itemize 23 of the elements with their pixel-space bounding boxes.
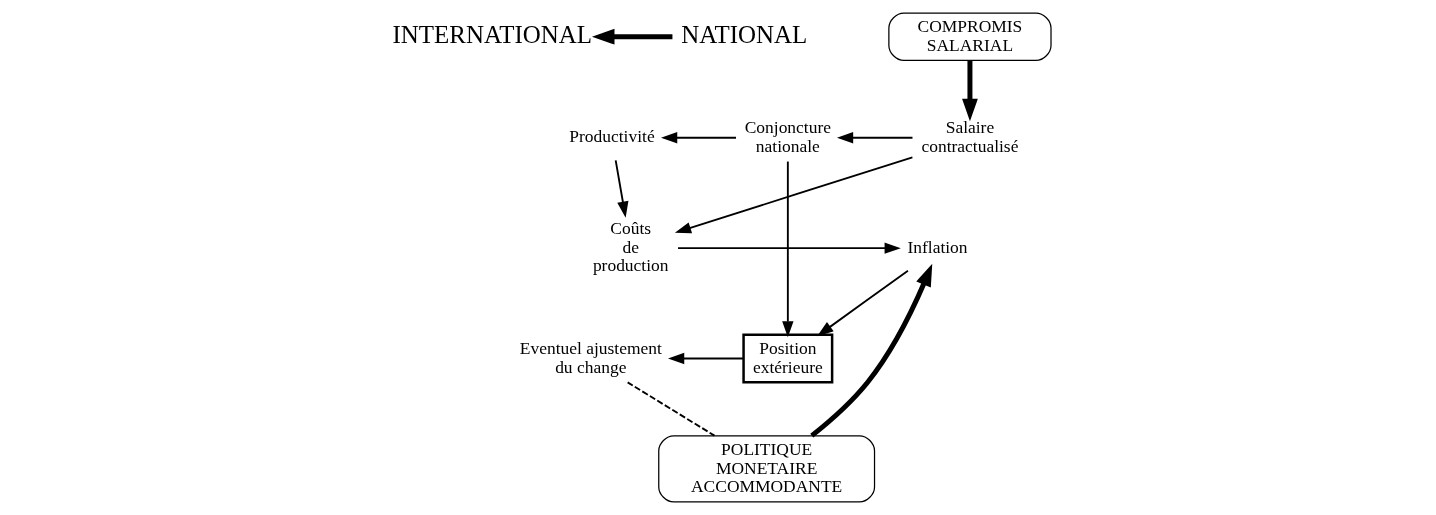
connector xyxy=(626,381,716,437)
node-text: INTERNATIONAL xyxy=(392,20,592,48)
arrow xyxy=(836,132,914,144)
node-text: Conjoncture nationale xyxy=(744,117,831,156)
node-text: Coûts de production xyxy=(592,218,669,276)
node-box: POLITIQUE MONETAIRE ACCOMMODANTE xyxy=(658,435,876,503)
arrow xyxy=(677,242,901,254)
node-box: COMPROMIS SALARIAL xyxy=(888,12,1052,62)
arrow xyxy=(782,160,794,338)
arrow xyxy=(592,28,673,45)
arrow xyxy=(668,352,745,365)
arrow xyxy=(962,60,978,122)
arrow xyxy=(817,269,909,337)
node-text: NATIONAL xyxy=(681,20,808,48)
node-text: Inflation xyxy=(907,236,968,257)
arrow xyxy=(614,159,629,218)
arrow xyxy=(674,156,914,234)
arrow xyxy=(810,263,933,438)
node-box: Position extérieure xyxy=(742,333,834,384)
node-text: Productivité xyxy=(569,126,655,147)
arrow xyxy=(661,132,737,144)
node-text: Salaire contractualisé xyxy=(921,117,1019,156)
node-text: Eventuel ajustement du change xyxy=(519,337,662,377)
